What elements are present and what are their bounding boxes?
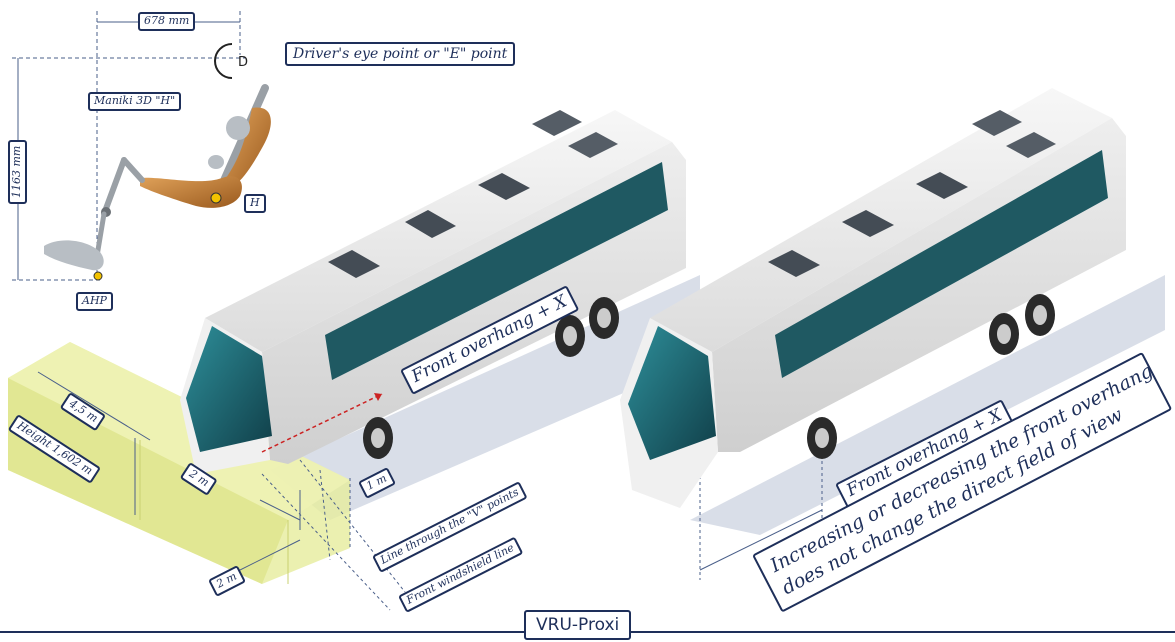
label-1163mm: 1163 mm: [8, 140, 27, 204]
label-678mm: 678 mm: [138, 12, 195, 31]
label-ahp: AHP: [76, 292, 113, 311]
label-manikin: Maniki 3D "H": [88, 92, 181, 111]
footer-title: VRU-Proxi: [524, 610, 631, 640]
eye-icon: D: [238, 55, 248, 70]
label-h-point: H: [244, 194, 266, 213]
label-eye-point: Driver's eye point or "E" point: [285, 42, 515, 66]
manikin-figure: D: [44, 44, 271, 280]
